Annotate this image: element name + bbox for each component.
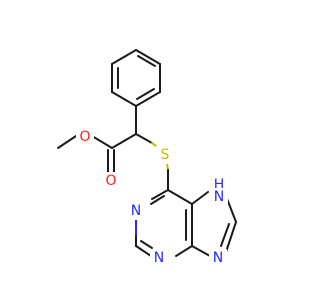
bond-s-c6-color xyxy=(166,163,169,171)
sulfur-label: S xyxy=(161,147,170,163)
atom-labels: O O S N N H N N xyxy=(76,128,228,267)
bond xyxy=(225,221,237,253)
bond xyxy=(111,49,137,65)
nitrogen-n3-label: N xyxy=(154,250,164,266)
double-bond-inner xyxy=(136,88,155,100)
bond-ether-methyl xyxy=(57,135,77,149)
label-bg xyxy=(102,172,120,190)
bond xyxy=(167,189,193,205)
double-bond-inner xyxy=(150,195,165,205)
label-bg xyxy=(156,146,174,164)
bond xyxy=(175,245,193,257)
bond xyxy=(135,91,161,107)
bond-ch-carbonyl xyxy=(111,133,137,149)
phenyl-ring xyxy=(111,49,161,107)
nitrogen-n9-label: N xyxy=(213,250,223,266)
double-bond-inner xyxy=(140,240,153,249)
bond xyxy=(191,191,209,205)
label-bg xyxy=(76,128,94,146)
label-bg xyxy=(150,249,168,267)
label-bg xyxy=(209,249,227,267)
bond-ch-s-color xyxy=(151,142,157,147)
nitrogen-n7-label: N xyxy=(214,189,224,205)
molecule-diagram: O O S N N H N N xyxy=(57,49,237,267)
bond xyxy=(111,91,137,107)
bond xyxy=(135,49,161,65)
double-bond-inner xyxy=(220,223,230,247)
bond xyxy=(191,245,211,257)
label-bg xyxy=(127,202,145,220)
oxygen-carbonyl-label: O xyxy=(105,173,116,189)
imidazole-h-label: H xyxy=(214,177,225,193)
label-bg xyxy=(210,188,228,206)
bond-carbonyl-ether-o xyxy=(91,135,113,149)
structure-svg: O O S N N H N N xyxy=(57,49,237,267)
nitrogen-n1-label: N xyxy=(131,203,141,219)
bond-ch-s xyxy=(135,133,153,144)
bond xyxy=(151,189,169,200)
double-bond-inner xyxy=(137,55,156,67)
pyrimidine-ring xyxy=(135,189,193,257)
oxygen-ether-label: O xyxy=(79,129,90,145)
bond xyxy=(135,245,152,257)
